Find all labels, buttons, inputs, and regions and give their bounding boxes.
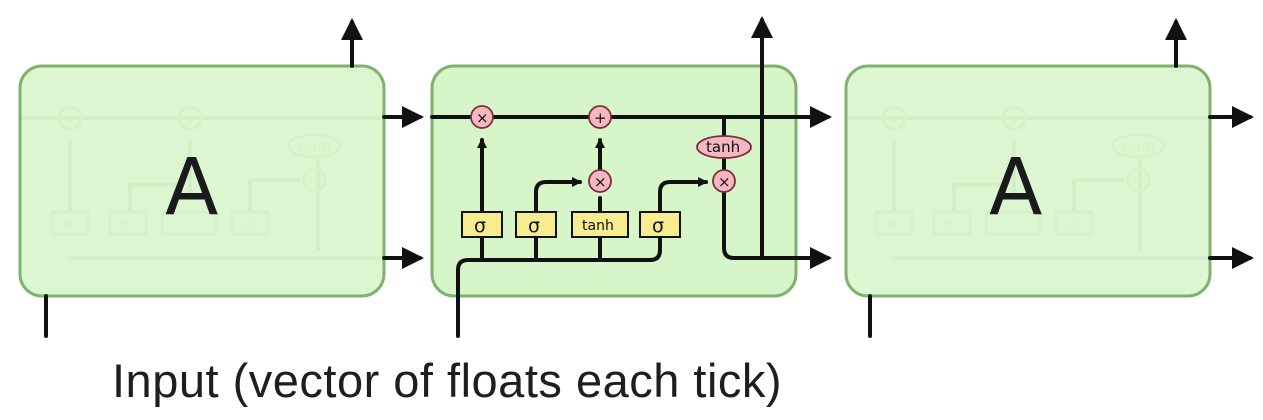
input-mult-symbol: × <box>594 173 607 191</box>
add-icon <box>588 105 612 129</box>
add-op: + <box>588 105 612 129</box>
gate-output-label: σ <box>652 215 664 237</box>
gate-forget-box <box>461 211 503 238</box>
tanh-op-label: tanh <box>706 138 740 156</box>
forget-mult-icon <box>470 105 494 129</box>
gate2-to-input-mult <box>534 177 582 214</box>
input-to-gate4 <box>648 236 662 262</box>
gate-forget-label: σ <box>474 215 486 237</box>
gate-output-box <box>639 211 681 238</box>
forget-mult-symbol: × <box>476 109 489 127</box>
gate4-to-output-mult <box>658 177 708 214</box>
gate-forget: σ <box>461 211 503 238</box>
lstm-cell-right: × + tanh × σ σ σ A <box>844 18 1254 338</box>
output-mult-op: × <box>712 169 736 193</box>
lstm-cell-left: × + tanh × σ σ σ A <box>18 18 424 338</box>
add-symbol: + <box>594 109 607 127</box>
gate-candidate: tanh <box>571 211 629 238</box>
right-cell-label: A <box>989 143 1042 233</box>
gate-output: σ <box>639 211 681 238</box>
input-mult-op: × <box>588 169 612 193</box>
tanh-op: tanh <box>696 135 752 159</box>
output-mult-icon <box>712 169 736 193</box>
lstm-cell-middle: × + × tanh × σ σ tanh <box>430 16 832 338</box>
right-cell-box <box>844 64 1212 298</box>
input-caption: Input (vector of floats each tick) <box>112 354 783 407</box>
middle-cell-box <box>430 64 798 298</box>
input-mult-icon <box>588 169 612 193</box>
gate-candidate-box <box>571 211 629 238</box>
forget-mult-op: × <box>470 105 494 129</box>
gate-input-box <box>515 211 557 238</box>
hidden-state-line <box>722 190 832 269</box>
gate-input: σ <box>515 211 557 238</box>
left-cell-label: A <box>165 143 218 233</box>
gate-candidate-label: tanh <box>582 218 614 234</box>
output-mult-symbol: × <box>718 173 731 191</box>
gate-input-label: σ <box>528 215 540 237</box>
left-cell-box <box>18 64 386 298</box>
input-line <box>456 258 652 338</box>
tanh-op-icon <box>696 135 752 159</box>
